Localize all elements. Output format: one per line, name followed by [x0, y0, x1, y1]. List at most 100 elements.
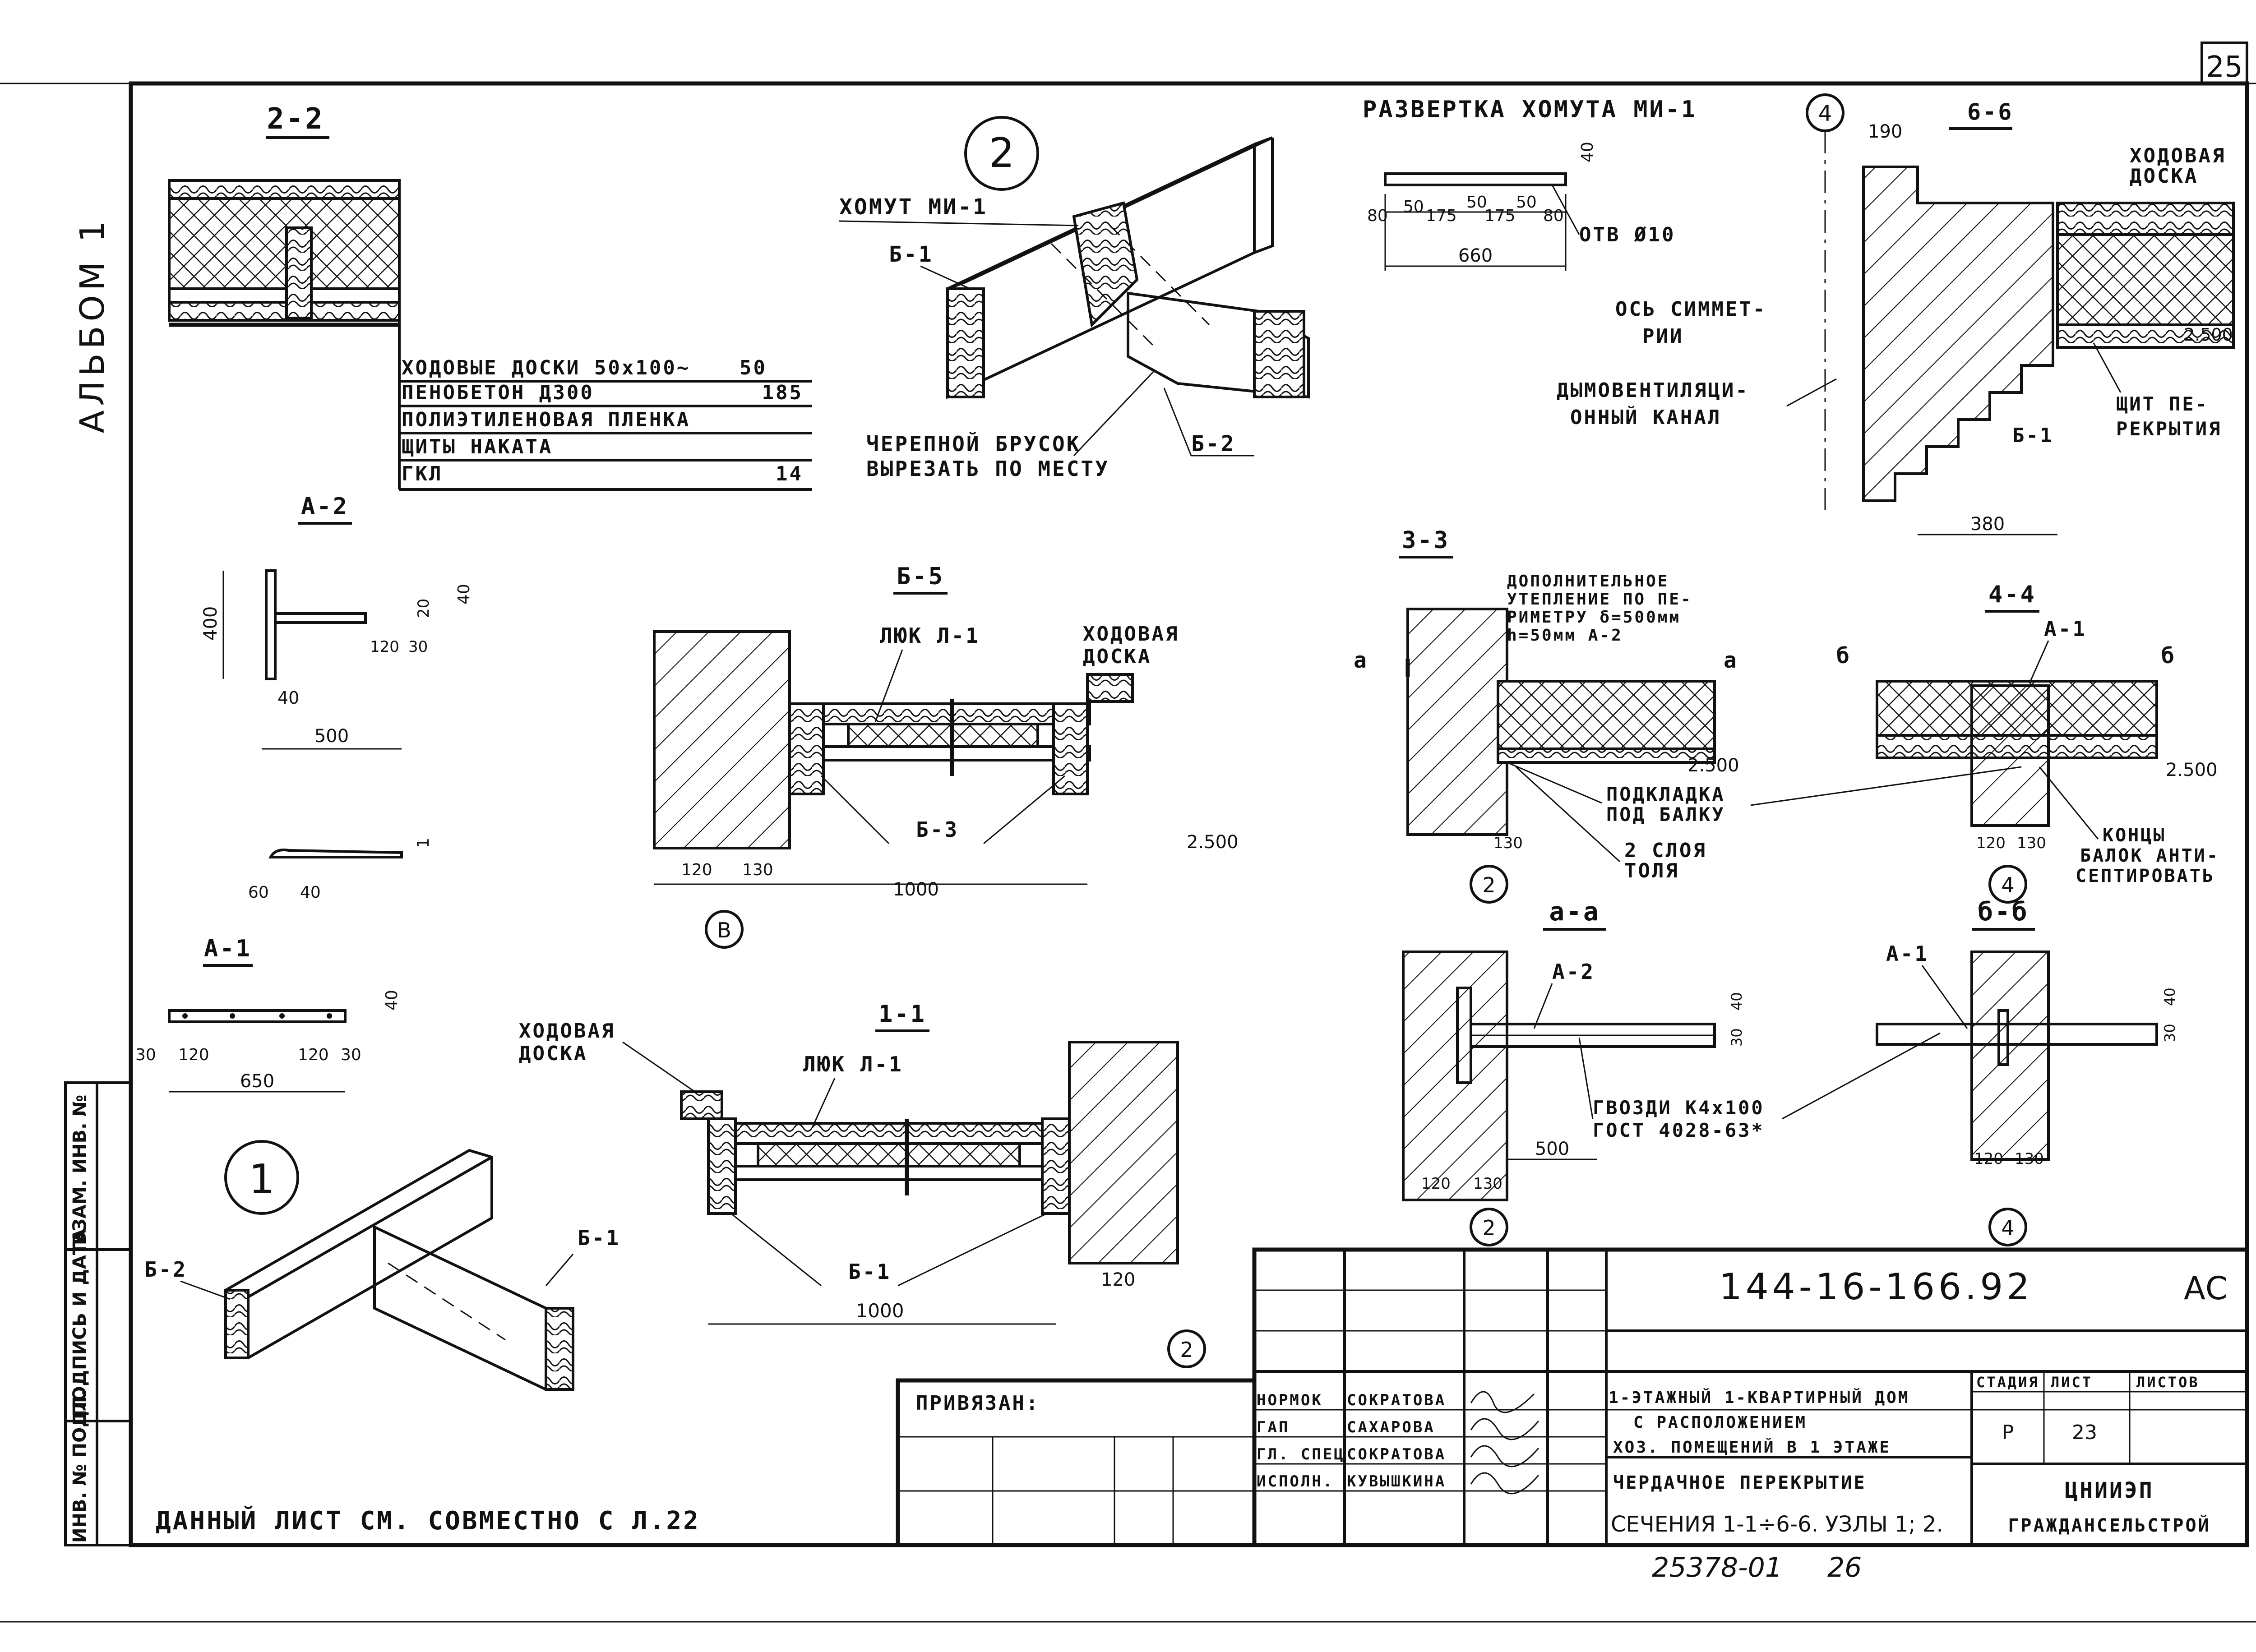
svg-text:Б-1: Б-1 [2012, 424, 2053, 447]
svg-text:40: 40 [1728, 992, 1745, 1011]
stamp-inv-orig: ИНВ. № ПОДЛ. [69, 1389, 90, 1543]
svg-text:ГАП: ГАП [1257, 1418, 1290, 1436]
svg-text:ЛИСТ: ЛИСТ [2051, 1374, 2093, 1391]
svg-text:ДЫМОВЕНТИЛЯЦИ-: ДЫМОВЕНТИЛЯЦИ- [1557, 379, 1749, 402]
svg-text:1000: 1000 [893, 879, 939, 900]
svg-text:50: 50 [1516, 193, 1537, 212]
svg-text:500: 500 [1535, 1139, 1569, 1159]
svg-text:ЧЕРЕПНОЙ БРУСОК: ЧЕРЕПНОЙ БРУСОК [866, 432, 1081, 456]
svg-text:500: 500 [314, 726, 349, 747]
svg-text:2.500: 2.500 [1687, 755, 1739, 776]
section-b-b: б-б А-1 40 30 120 130 4 [1782, 897, 2178, 1246]
svg-text:РИИ: РИИ [1642, 325, 1683, 348]
svg-text:4: 4 [1818, 101, 1832, 126]
detail-a-2: А-2 400 40 20 40 120 30 500 60 40 1 [200, 493, 473, 902]
svg-text:380: 380 [1970, 514, 2005, 535]
svg-text:2.500: 2.500 [2166, 760, 2218, 780]
svg-text:190: 190 [1868, 121, 1902, 142]
svg-text:ИСПОЛН.: ИСПОЛН. [1257, 1472, 1334, 1490]
svg-text:120: 120 [1974, 1150, 2003, 1168]
svg-text:Б-1: Б-1 [848, 1260, 891, 1284]
svg-text:УТЕПЛЕНИЕ ПО ПЕ-: УТЕПЛЕНИЕ ПО ПЕ- [1507, 590, 1692, 609]
svg-text:а-а: а-а [1549, 897, 1600, 927]
svg-text:120: 120 [1421, 1175, 1451, 1193]
svg-text:ХОДОВАЯ: ХОДОВАЯ [1083, 623, 1179, 646]
svg-text:h=50мм А-2: h=50мм А-2 [1507, 626, 1623, 645]
svg-text:120: 120 [1101, 1269, 1135, 1290]
stamp-replace-inv: ВЗАМ. ИНВ. № [69, 1095, 90, 1245]
svg-text:1-1: 1-1 [878, 1001, 926, 1028]
svg-text:2.500: 2.500 [1187, 832, 1239, 853]
svg-text:САХАРОВА: САХАРОВА [1347, 1418, 1435, 1436]
svg-text:40: 40 [1578, 142, 1597, 162]
svg-text:СОКРАТОВА: СОКРАТОВА [1347, 1391, 1446, 1409]
svg-text:ХОДОВАЯ: ХОДОВАЯ [519, 1020, 615, 1043]
svg-text:1000: 1000 [856, 1300, 904, 1322]
svg-text:30: 30 [1728, 1028, 1745, 1047]
svg-text:ХОЗ. ПОМЕЩЕНИЙ В 1 ЭТАЖЕ: ХОЗ. ПОМЕЩЕНИЙ В 1 ЭТАЖЕ [1613, 1438, 1891, 1457]
svg-text:40: 40 [2161, 988, 2178, 1006]
svg-text:2: 2 [1482, 1216, 1495, 1240]
svg-text:23: 23 [2072, 1421, 2097, 1444]
svg-text:185: 185 [762, 381, 803, 404]
svg-text:ЛЮК Л-1: ЛЮК Л-1 [880, 623, 980, 648]
svg-text:ДОСКА: ДОСКА [2130, 165, 2198, 188]
svg-text:ПЕНОБЕТОН Д300: ПЕНОБЕТОН Д300 [402, 381, 594, 404]
svg-text:130: 130 [2015, 1150, 2044, 1168]
svg-text:130: 130 [1493, 834, 1523, 852]
svg-text:ГКЛ: ГКЛ [402, 462, 443, 485]
svg-text:4: 4 [2001, 873, 2014, 897]
svg-text:120: 120 [1976, 834, 2006, 852]
svg-text:ПОЛИЭТИЛЕНОВАЯ ПЛЕНКА: ПОЛИЭТИЛЕНОВАЯ ПЛЕНКА [402, 408, 690, 431]
section-4-4: 4-4 А-1 б б 2.500 КОНЦЫ БАЛОК АНТИ- СЕПТ… [1750, 581, 2218, 904]
svg-text:В: В [717, 918, 731, 942]
svg-text:С РАСПОЛОЖЕНИЕМ: С РАСПОЛОЖЕНИЕМ [1633, 1413, 1807, 1432]
svg-text:б: б [2161, 643, 2176, 669]
doc-mark: АС [2184, 1270, 2228, 1307]
svg-text:ОННЫЙ КАНАЛ: ОННЫЙ КАНАЛ [1570, 405, 1721, 429]
svg-text:4-4: 4-4 [1988, 581, 2036, 608]
svg-text:ЛИСТОВ: ЛИСТОВ [2136, 1374, 2200, 1391]
svg-text:ПОДКЛАДКА: ПОДКЛАДКА [1606, 783, 1725, 805]
svg-text:ЛЮК Л-1: ЛЮК Л-1 [803, 1052, 903, 1076]
svg-text:СТАДИЯ: СТАДИЯ [1976, 1374, 2039, 1391]
svg-text:а: а [1724, 648, 1738, 673]
page-number: 25 [2206, 51, 2242, 84]
svg-text:Р: Р [2002, 1421, 2014, 1444]
svg-text:130: 130 [2017, 834, 2046, 852]
svg-text:660: 660 [1458, 245, 1493, 266]
svg-text:14: 14 [776, 462, 803, 485]
section-6-6: 4 190 6-6 380 ХОДОВАЯ ДОСКА ОСЬ СИММЕТ- … [1557, 93, 2235, 535]
node-2: 2 ХОМУТ МИ-1 Б-1 Б-2 ЧЕРЕПНОЙ БРУСОК ВЫР… [839, 116, 1310, 481]
svg-text:Б-3: Б-3 [916, 817, 959, 842]
svg-text:СОКРАТОВА: СОКРАТОВА [1347, 1445, 1446, 1463]
svg-text:Б-1: Б-1 [578, 1226, 620, 1250]
svg-text:А-2: А-2 [301, 493, 349, 520]
svg-text:Б-5: Б-5 [897, 563, 944, 590]
svg-text:ГОСТ 4028-63*: ГОСТ 4028-63* [1593, 1119, 1765, 1141]
svg-text:30: 30 [135, 1046, 156, 1064]
svg-text:40: 40 [277, 688, 299, 708]
svg-text:ОСЬ СИММЕТ-: ОСЬ СИММЕТ- [1615, 298, 1766, 321]
svg-text:ВЫРЕЗАТЬ ПО МЕСТУ: ВЫРЕЗАТЬ ПО МЕСТУ [866, 457, 1110, 481]
svg-text:ЩИТЫ НАКАТА: ЩИТЫ НАКАТА [402, 435, 553, 458]
svg-text:2: 2 [989, 129, 1014, 177]
svg-text:1: 1 [249, 1156, 274, 1203]
svg-text:ДОПОЛНИТЕЛЬНОЕ: ДОПОЛНИТЕЛЬНОЕ [1507, 572, 1669, 591]
svg-text:ЩИТ ПЕ-: ЩИТ ПЕ- [2116, 393, 2209, 415]
section-a-a: а-а А-2 40 30 ГВОЗДИ К4х100 ГОСТ 4028-63… [1402, 897, 1765, 1246]
svg-text:50: 50 [740, 356, 767, 379]
svg-text:130: 130 [742, 861, 773, 879]
svg-text:ГВОЗДИ К4х100: ГВОЗДИ К4х100 [1593, 1097, 1765, 1119]
clamp-development: РАЗВЕРТКА ХОМУТА МИ-1 80 50 175 50 175 5… [1363, 96, 1695, 271]
svg-text:Б-2: Б-2 [1191, 431, 1236, 457]
album-label: АЛЬБОМ 1 [73, 217, 112, 434]
svg-text:175: 175 [1426, 207, 1457, 225]
bottom-code: 25378-01 [1652, 1552, 1782, 1583]
doc-code: 144-16-166.92 [1719, 1266, 2033, 1308]
svg-text:б-б: б-б [1978, 897, 2029, 927]
svg-text:ЦНИИЭП: ЦНИИЭП [2065, 1478, 2154, 1503]
svg-text:1-ЭТАЖНЫЙ 1-КВАРТИРНЫЙ ДОМ: 1-ЭТАЖНЫЙ 1-КВАРТИРНЫЙ ДОМ [1609, 1388, 1910, 1407]
svg-text:РЕКРЫТИЯ: РЕКРЫТИЯ [2116, 418, 2222, 440]
svg-text:2.500: 2.500 [2184, 325, 2233, 345]
